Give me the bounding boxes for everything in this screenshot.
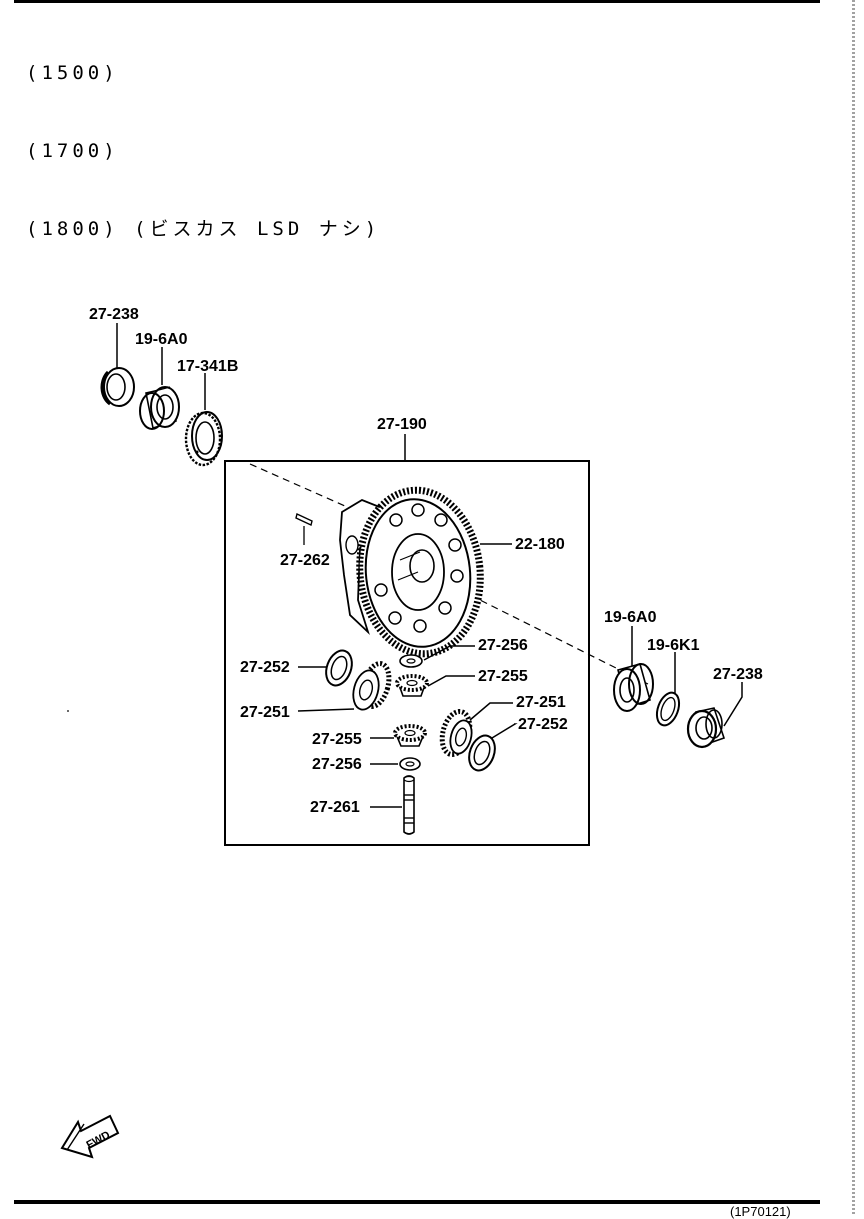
speedometer-gear-part[interactable] — [184, 411, 223, 467]
bearing-left-part[interactable] — [139, 386, 180, 430]
label-19-6k1: 19-6K1 — [647, 637, 700, 654]
model-header: (1500) (1700) (1800) (ビスカス LSD ナシ) — [26, 8, 380, 268]
pinion-gear-bottom-part[interactable] — [393, 724, 427, 747]
label-19-6a0-right: 19-6A0 — [604, 609, 657, 626]
differential-assembly-box — [224, 460, 590, 846]
forward-direction-icon: FWD — [60, 1114, 120, 1159]
pinion-shaft-part[interactable] — [403, 775, 415, 835]
pinion-gear-top-part[interactable] — [395, 674, 429, 697]
side-gear-right-part[interactable] — [438, 708, 475, 758]
label-27-251-right: 27-251 — [516, 694, 566, 711]
thrust-washer-top-part[interactable] — [399, 654, 423, 668]
figure-code: (1P70121) — [730, 1204, 791, 1219]
header-line-1700: (1700) — [26, 140, 119, 162]
label-17-341b: 17-341B — [177, 358, 238, 375]
label-19-6a0-left: 19-6A0 — [135, 331, 188, 348]
pin-part[interactable] — [295, 513, 313, 526]
label-27-190: 27-190 — [377, 416, 427, 433]
header-line-1800: (1800) (ビスカス LSD ナシ) — [26, 218, 381, 240]
side-gear-washer-right-part[interactable] — [465, 732, 500, 774]
label-27-252-left: 27-252 — [240, 659, 290, 676]
label-27-256-top: 27-256 — [478, 637, 528, 654]
label-27-262: 27-262 — [280, 552, 330, 569]
label-22-180: 22-180 — [515, 536, 565, 553]
label-27-255-bottom: 27-255 — [312, 731, 362, 748]
ring-gear-case-part[interactable] — [339, 484, 488, 660]
label-27-238-left: 27-238 — [89, 306, 139, 323]
label-27-238-right: 27-238 — [713, 666, 763, 683]
side-gear-left-part[interactable] — [349, 661, 393, 713]
header-line-1500: (1500) — [26, 62, 119, 84]
label-27-252-right: 27-252 — [518, 716, 568, 733]
top-rule — [14, 0, 820, 3]
label-27-261: 27-261 — [310, 799, 360, 816]
bearing-right-part[interactable] — [613, 663, 654, 712]
label-27-255-top: 27-255 — [478, 668, 528, 685]
side-gear-washer-left-part[interactable] — [322, 647, 357, 689]
oil-seal-left-part[interactable] — [100, 367, 135, 407]
adjustment-shim-part[interactable] — [653, 690, 683, 729]
label-27-251-left: 27-251 — [240, 704, 290, 721]
thrust-washer-bottom-part[interactable] — [399, 757, 421, 771]
oil-seal-right-part[interactable] — [686, 707, 726, 749]
label-27-256-bottom: 27-256 — [312, 756, 362, 773]
scan-edge — [852, 0, 855, 1214]
bottom-rule — [14, 1200, 820, 1204]
